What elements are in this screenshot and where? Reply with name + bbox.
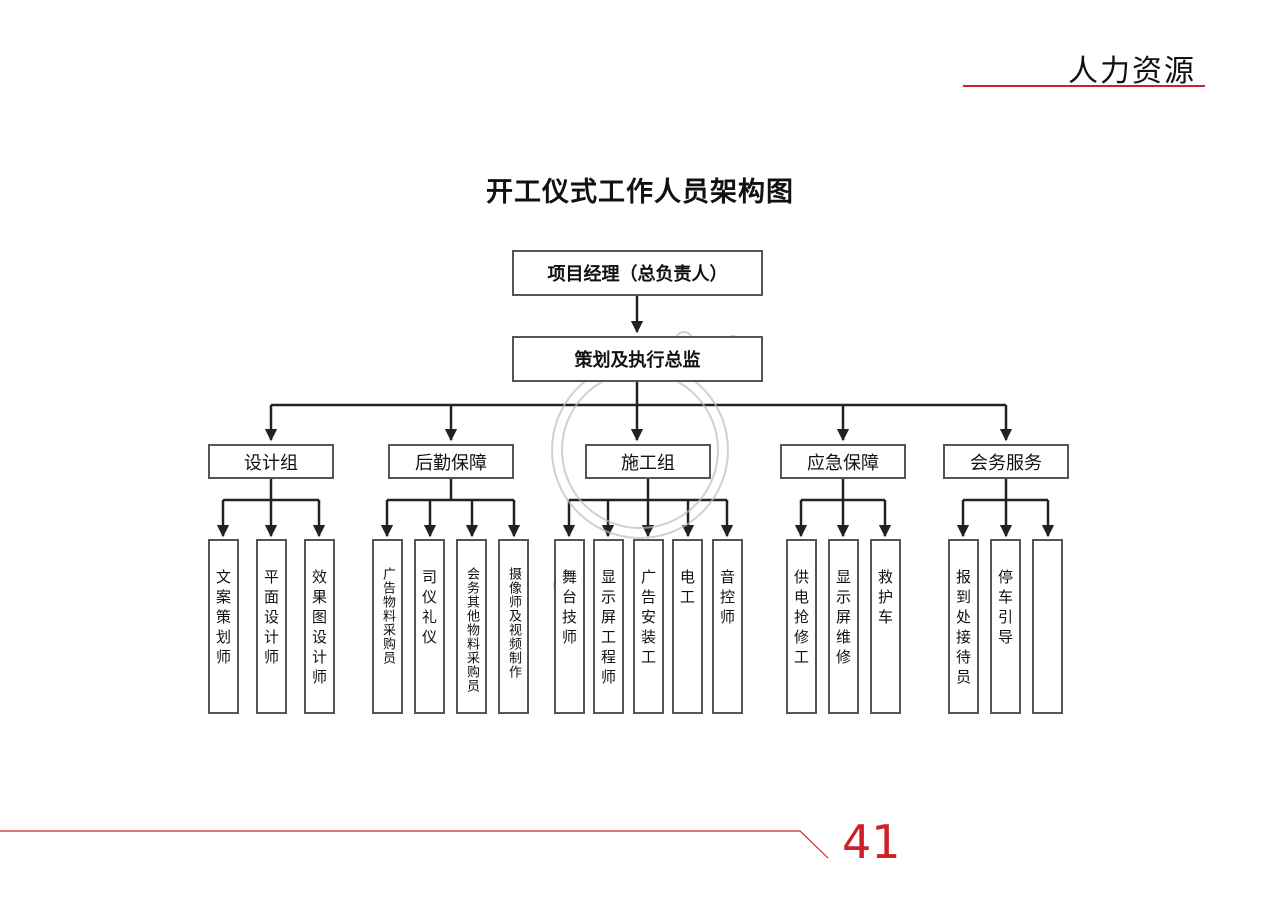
group-design-label: 设计组 (244, 452, 298, 474)
group-design: 设计组 (208, 444, 334, 479)
group-conference-service-label: 会务服务 (970, 452, 1042, 474)
member-label: 舞台技师 (560, 569, 578, 649)
member-box: 文案策划师 (208, 539, 239, 714)
member-label: 供电抢修工 (792, 569, 810, 669)
member-label: 电工 (678, 569, 696, 609)
group-emergency-label: 应急保障 (807, 452, 879, 474)
section-title: 人力资源 (1068, 54, 1196, 89)
member-box: 舞台技师 (554, 539, 585, 714)
member-label: 显示屏工程师 (599, 569, 617, 689)
node-project-manager-label: 项目经理（总负责人） (547, 264, 728, 285)
member-label: 广告物料采购员 (380, 567, 395, 665)
member-label: 救护车 (876, 569, 894, 629)
member-box: 平面设计师 (256, 539, 287, 714)
node-project-manager: 项目经理（总负责人） (512, 250, 763, 296)
member-box: 显示屏维修 (828, 539, 859, 714)
member-label: 效果图设计师 (310, 569, 328, 689)
member-box: 司仪礼仪 (414, 539, 445, 714)
member-box: 供电抢修工 (786, 539, 817, 714)
member-box: 停车引导 (990, 539, 1021, 714)
group-conference-service: 会务服务 (943, 444, 1069, 479)
member-label: 司仪礼仪 (420, 569, 438, 649)
member-label: 报到处接待员 (954, 569, 972, 689)
group-construction: 施工组 (585, 444, 711, 479)
group-emergency: 应急保障 (780, 444, 906, 479)
node-director: 策划及执行总监 (512, 336, 763, 382)
member-box: 报到处接待员 (948, 539, 979, 714)
member-box: 救护车 (870, 539, 901, 714)
member-label: 广告安装工 (639, 569, 657, 669)
member-label: 音控师 (718, 569, 736, 629)
node-director-label: 策划及执行总监 (574, 350, 701, 371)
footer-line (0, 830, 829, 859)
member-label: 平面设计师 (262, 569, 280, 669)
diagram-title: 开工仪式工作人员架构图 (486, 177, 794, 208)
member-label: 摄像师及视频制作 (506, 567, 521, 679)
member-box: 广告安装工 (633, 539, 664, 714)
member-box (1032, 539, 1063, 714)
group-logistics-label: 后勤保障 (415, 452, 487, 474)
member-label: 会务其他物料采购员 (464, 567, 479, 693)
member-box: 广告物料采购员 (372, 539, 403, 714)
member-label: 停车引导 (996, 569, 1014, 649)
member-box: 显示屏工程师 (593, 539, 624, 714)
member-box: 音控师 (712, 539, 743, 714)
member-box: 会务其他物料采购员 (456, 539, 487, 714)
group-construction-label: 施工组 (621, 452, 675, 474)
member-box: 电工 (672, 539, 703, 714)
group-logistics: 后勤保障 (388, 444, 514, 479)
member-label: 显示屏维修 (834, 569, 852, 669)
member-box: 摄像师及视频制作 (498, 539, 529, 714)
member-box: 效果图设计师 (304, 539, 335, 714)
member-label: 文案策划师 (214, 569, 232, 669)
page-number: 41 (842, 815, 901, 869)
